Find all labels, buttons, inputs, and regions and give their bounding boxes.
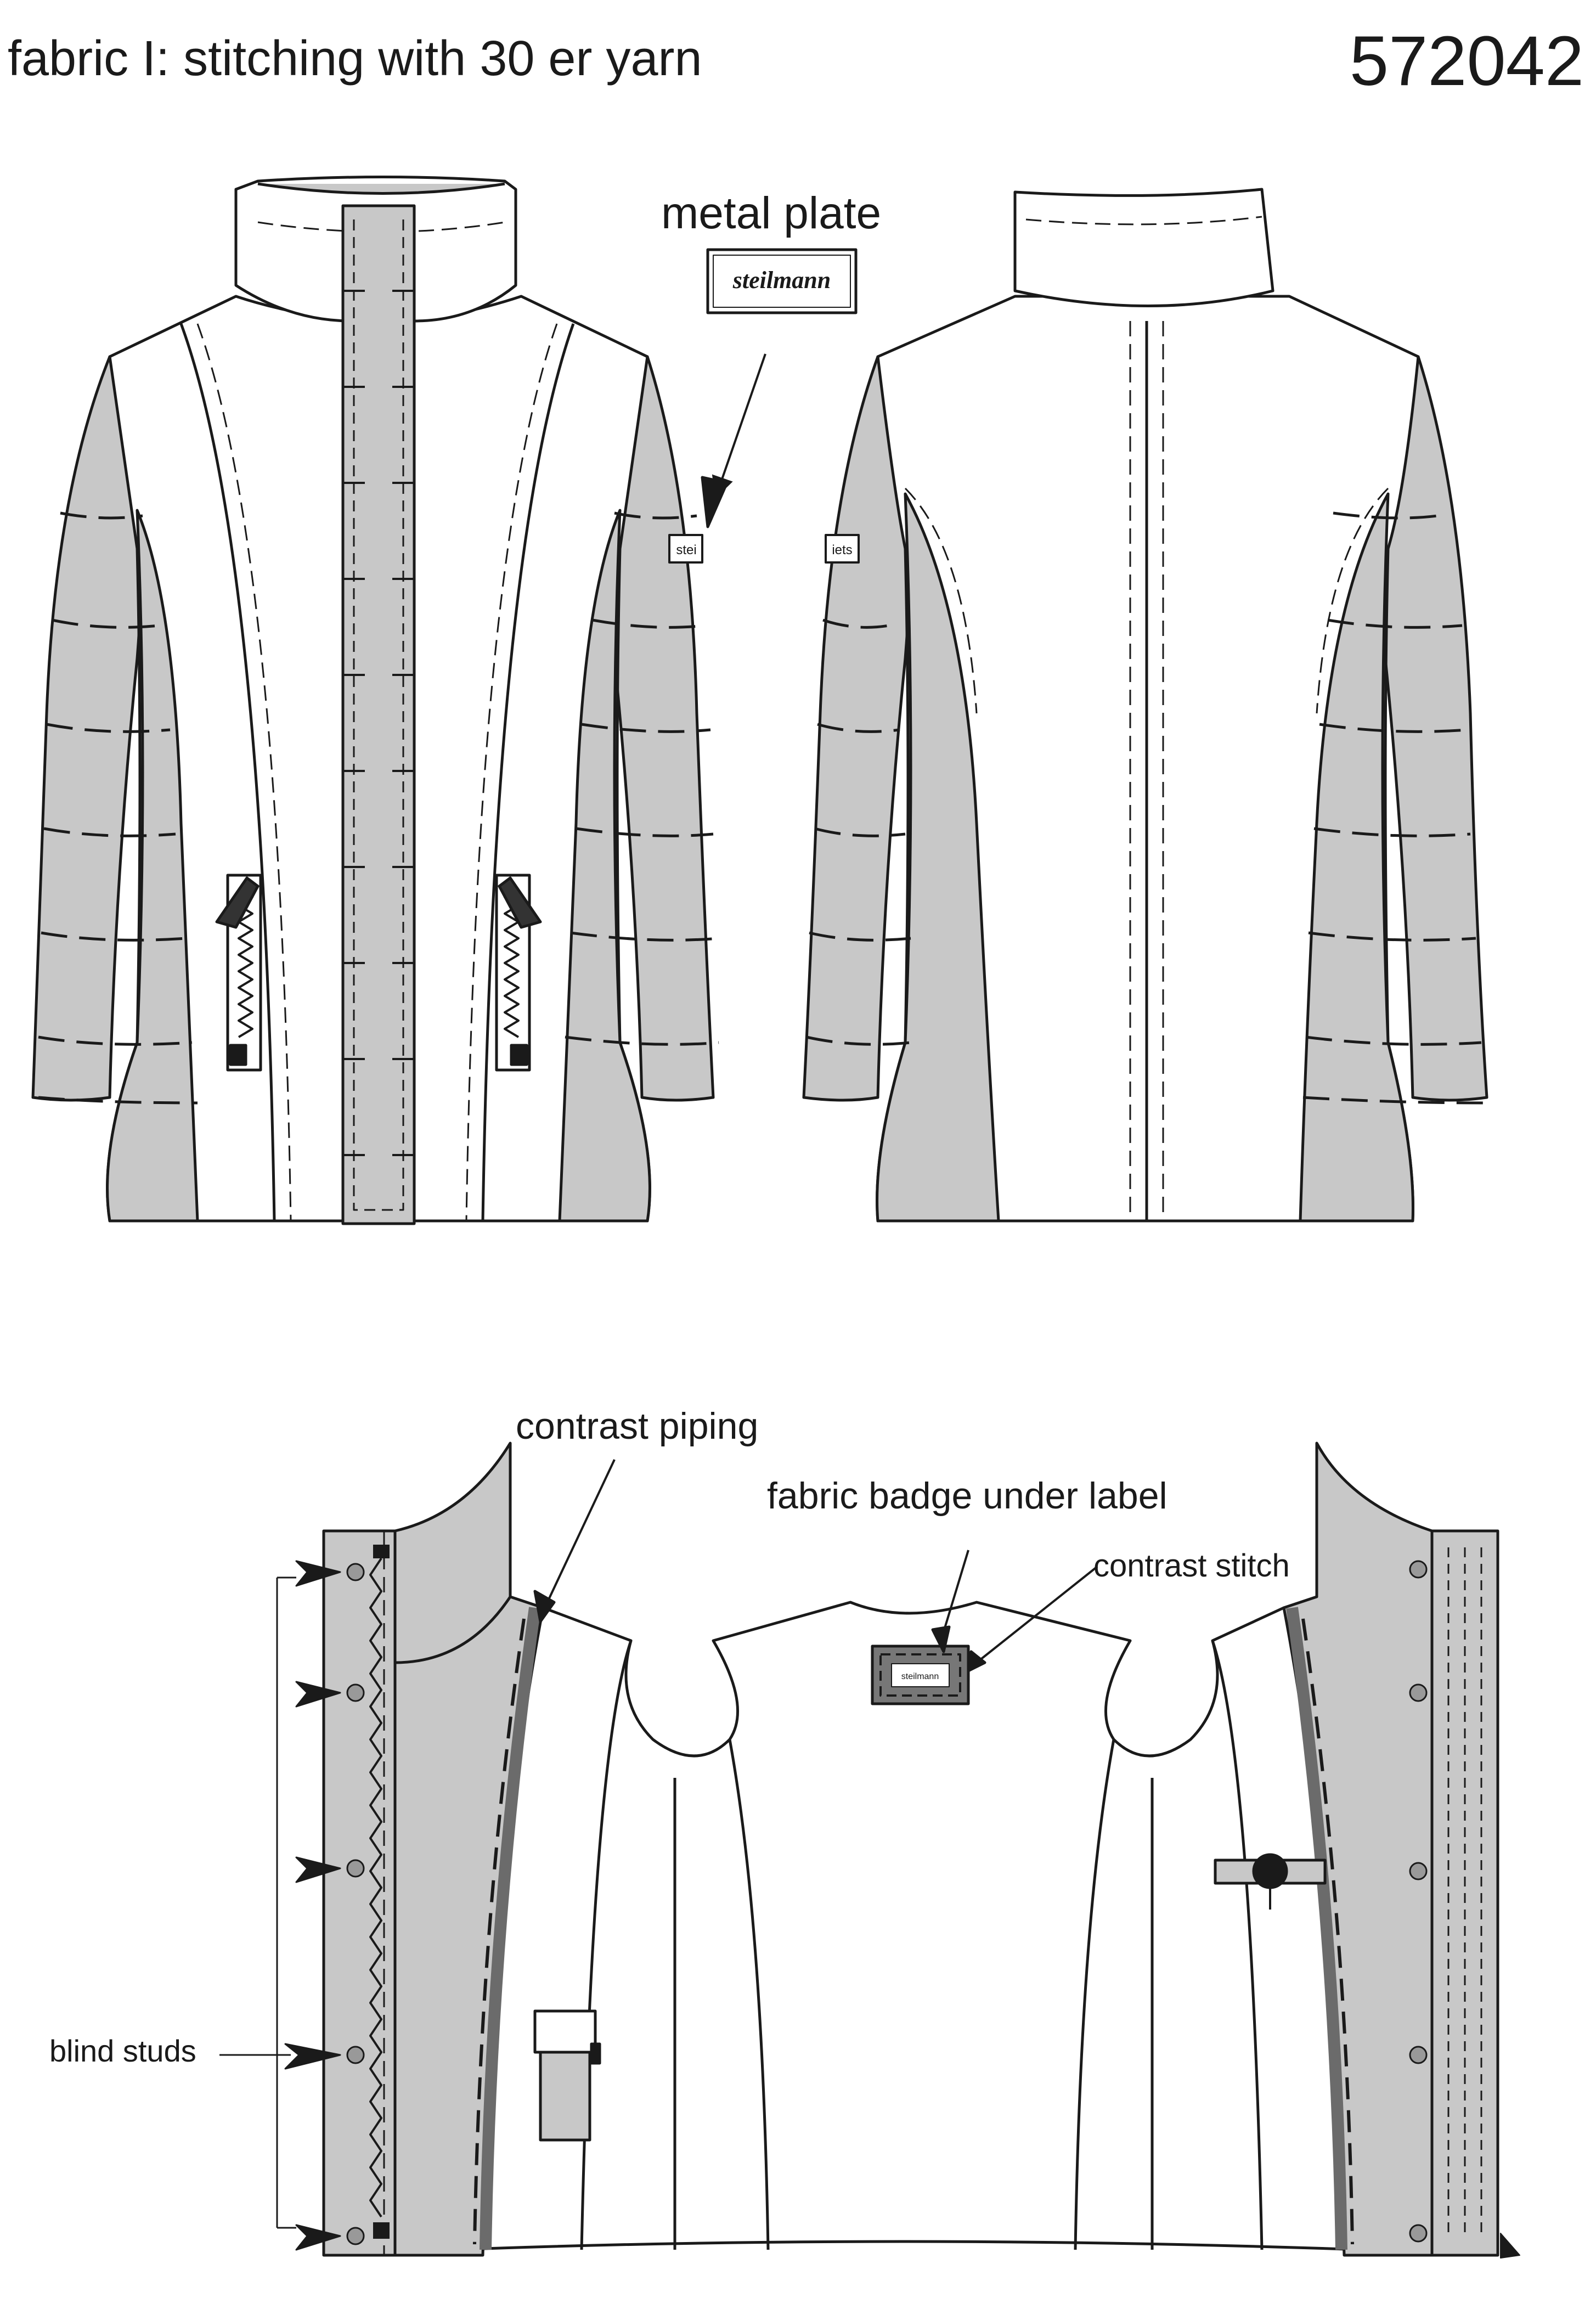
inside-right-piping xyxy=(1286,1607,1347,2250)
inside-left-zipper xyxy=(369,1557,382,2218)
callout-contrast-piping: contrast piping xyxy=(516,1405,759,1447)
back-sleeve-plate-text: iets xyxy=(832,543,852,557)
front-sleeve-metal-plate xyxy=(668,534,703,564)
back-left-side-panel xyxy=(876,492,1000,1223)
jacket-back-view xyxy=(802,188,1488,1223)
inside-right-facing xyxy=(1282,1441,1434,2257)
front-sleeve-plate-text: stei xyxy=(676,543,696,557)
metal-plate-brand-text: steilmann xyxy=(732,267,831,294)
inside-hanger-loop xyxy=(1214,1853,1327,1910)
inside-left-facing xyxy=(393,1441,545,2257)
back-sleeve-metal-plate xyxy=(825,534,860,564)
callout-metal-plate: metal plate xyxy=(661,188,882,238)
inside-left-piping xyxy=(480,1607,541,2250)
blind-studs-right xyxy=(1409,1560,1428,2243)
front-left-zip-pocket xyxy=(215,874,262,1072)
inside-pocket xyxy=(533,2009,601,2142)
blind-studs-arrows xyxy=(219,1560,341,2251)
front-right-zip-pocket xyxy=(495,874,542,1072)
front-placket xyxy=(341,204,416,1225)
callout-contrast-stitch: contrast stitch xyxy=(1093,1548,1290,1584)
callout-blind-studs: blind studs xyxy=(49,2034,196,2068)
back-collar xyxy=(1013,188,1274,307)
jacket-inside-view xyxy=(219,1441,1520,2259)
inside-left-lining xyxy=(543,1601,1285,1758)
sheet-title: fabric I: stitching with 30 er yarn xyxy=(8,31,702,86)
front-right-side-panel xyxy=(558,509,651,1223)
metal-plate-detail xyxy=(701,248,858,528)
style-number: 572042 xyxy=(1349,22,1584,100)
fabric-badge-label xyxy=(871,1645,970,1705)
inside-left-placket xyxy=(322,1529,397,2257)
callout-fabric-badge: fabric badge under label xyxy=(767,1475,1168,1517)
jacket-front-view xyxy=(31,176,719,1225)
blind-studs-left xyxy=(346,1563,365,2245)
badge-brand-text: steilmann xyxy=(901,1672,939,1681)
